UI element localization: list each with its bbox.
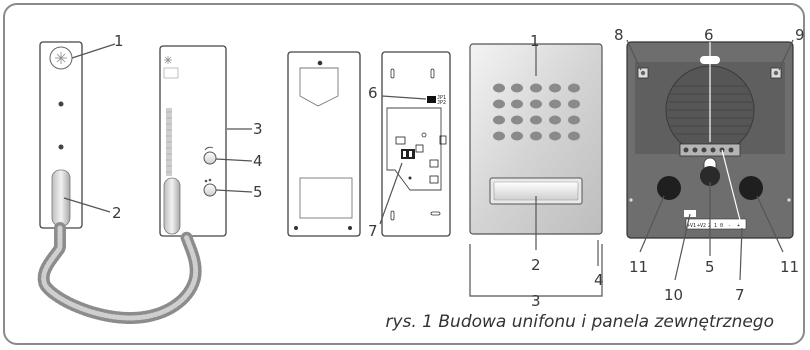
handset-front	[39, 41, 83, 229]
handset-side	[159, 45, 227, 237]
terminal-v1: +V1	[687, 223, 696, 229]
back-label-10: 10	[664, 286, 683, 304]
handset-label-3: 3	[253, 120, 263, 138]
board-label-6: 6	[368, 84, 378, 102]
back-label-7: 7	[735, 286, 745, 304]
handset-back-plate	[287, 51, 361, 237]
panel-label-3: 3	[531, 292, 541, 310]
handset-label-5: 5	[253, 183, 263, 201]
figure-caption: rys. 1 Budowa unifonu i panela zewnętrzn…	[385, 312, 774, 332]
speaker-grille	[493, 83, 580, 141]
back-label-9: 9	[795, 26, 805, 44]
terminal-0: 0	[720, 223, 723, 229]
board-label-7: 7	[368, 222, 378, 240]
outdoor-panel-front	[469, 43, 603, 235]
circuit-board: JP1 JP2	[381, 51, 451, 237]
terminal-plus: +	[737, 223, 740, 229]
back-label-11-left: 11	[629, 258, 648, 276]
panel-label-1: 1	[530, 32, 540, 50]
terminal-minus: -	[728, 223, 731, 229]
jumper-jp2: JP2	[437, 100, 446, 106]
back-label-11-right: 11	[780, 258, 799, 276]
handset-label-2: 2	[112, 204, 122, 222]
panel-label-4: 4	[594, 271, 604, 289]
jumper-jp1: JP1	[437, 95, 446, 101]
terminal-1: 1	[714, 223, 717, 229]
handset-label-1: 1	[114, 32, 124, 50]
back-label-8: 8	[614, 26, 624, 44]
terminal-v2: +V2	[697, 223, 706, 229]
back-label-6: 6	[704, 26, 714, 44]
back-label-5: 5	[705, 258, 715, 276]
panel-label-2: 2	[531, 256, 541, 274]
handset-label-4: 4	[253, 152, 263, 170]
